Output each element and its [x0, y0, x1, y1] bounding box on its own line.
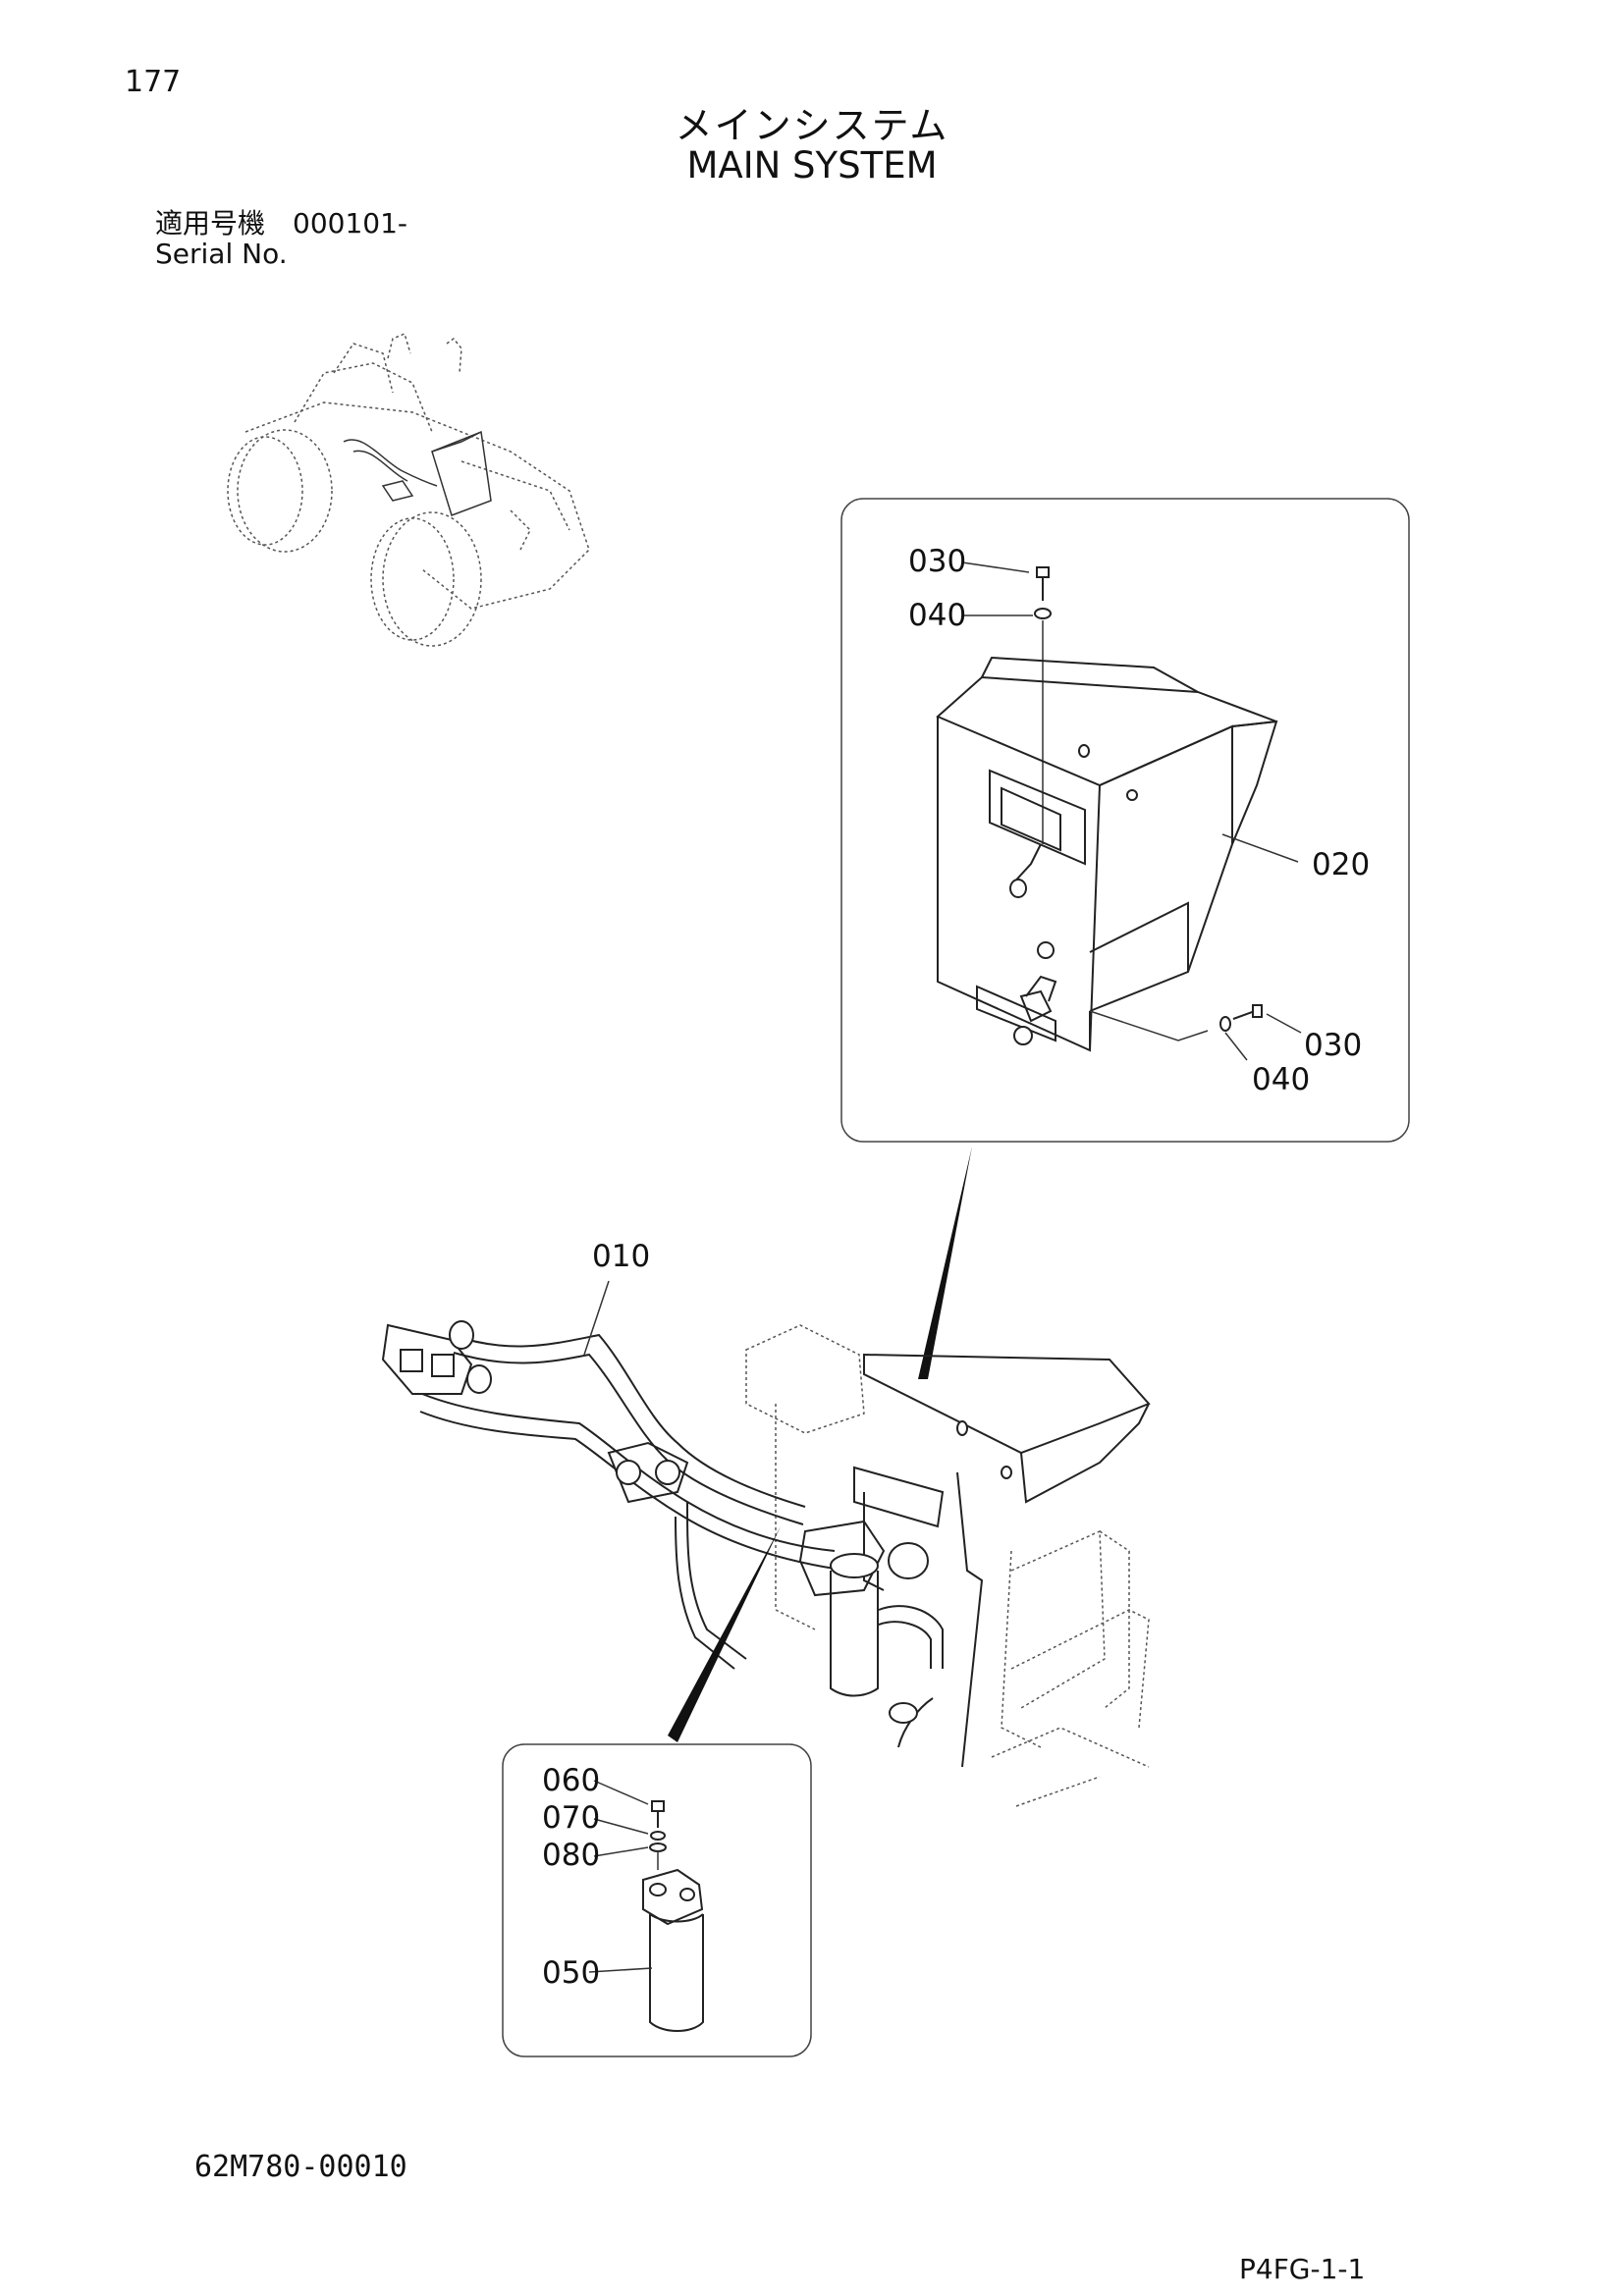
page-number: 177: [125, 65, 182, 99]
main-system-assembly-illustration: [381, 1280, 1151, 1807]
page-reference: P4FG-1-1: [1239, 2253, 1366, 2285]
serial-label-japanese: 適用号機: [155, 207, 266, 240]
callout-030-side: 030: [1304, 1028, 1362, 1063]
drawing-number: 62M780-00010: [194, 2150, 407, 2184]
callout-040-top: 040: [908, 598, 966, 633]
callout-030-top: 030: [908, 544, 966, 579]
tank-detail-panel: [840, 498, 1410, 1143]
callout-070: 070: [542, 1800, 600, 1836]
callout-080: 080: [542, 1838, 600, 1873]
callout-060: 060: [542, 1763, 600, 1798]
detail-pointer-lower: [668, 1526, 781, 1742]
callout-050: 050: [542, 1955, 600, 1991]
detail-pointer-upper: [918, 1147, 972, 1379]
serial-number-value: 000101-: [293, 207, 408, 240]
page-title: MAIN SYSTEM: [686, 144, 938, 187]
serial-label: Serial No.: [155, 238, 288, 270]
page-title-japanese: メインシステム: [675, 104, 949, 147]
callout-040-side: 040: [1252, 1062, 1310, 1097]
callout-010: 010: [592, 1239, 650, 1274]
filter-detail-panel: [502, 1743, 812, 2057]
callout-020: 020: [1312, 847, 1370, 882]
machine-overview-illustration: [227, 332, 590, 647]
serial-applicable-row: 適用号機 000101-: [155, 202, 407, 241]
